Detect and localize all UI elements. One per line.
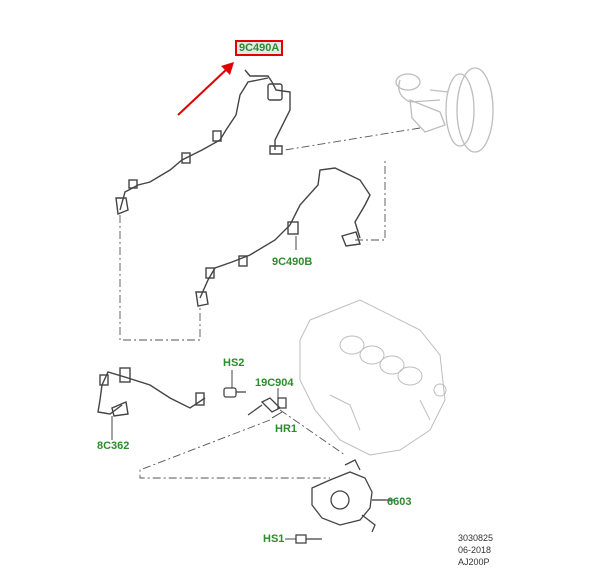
- leader-top-to-mid-hose: [119, 215, 201, 341]
- callout-9c490b: 9C490B: [272, 256, 313, 268]
- reference-block: 3030825 06-2018 AJ200P: [458, 532, 493, 568]
- reference-date: 06-2018: [458, 545, 492, 555]
- bolt-hs2-icon: [223, 387, 246, 398]
- leader-lines: [119, 127, 421, 479]
- bolt-hs1-icon: [295, 534, 322, 544]
- engine-block-icon: [299, 299, 447, 456]
- vacuum-pump-icon: [311, 459, 395, 533]
- leader-mid-to-booster: [355, 160, 386, 241]
- sensor-valve-icon: [247, 397, 287, 416]
- callout-hs1: HS1: [263, 533, 285, 545]
- callout-19c904: 19C904: [255, 377, 294, 389]
- callout-9c490a: 9C490A: [235, 40, 284, 56]
- reference-number: 3030825: [458, 533, 494, 543]
- leader-booster-to-top-hose: [284, 127, 421, 151]
- vacuum-hose-upper-icon: [115, 69, 291, 215]
- reference-code: AJ200P: [458, 557, 490, 567]
- callout-hr1: HR1: [275, 423, 298, 435]
- leader-low-hose-to-pump: [139, 419, 330, 479]
- callout-6603: 6603: [387, 496, 412, 508]
- callout-8c362: 8C362: [97, 440, 130, 452]
- callout-leaders: [111, 236, 385, 540]
- vacuum-hose-middle-icon: [195, 167, 371, 307]
- leader-valve-to-block: [279, 409, 346, 456]
- callout-hs2: HS2: [223, 357, 245, 369]
- brake-booster-icon: [395, 67, 494, 153]
- red-arrow: [177, 62, 234, 116]
- vacuum-hose-lower-icon: [97, 367, 206, 417]
